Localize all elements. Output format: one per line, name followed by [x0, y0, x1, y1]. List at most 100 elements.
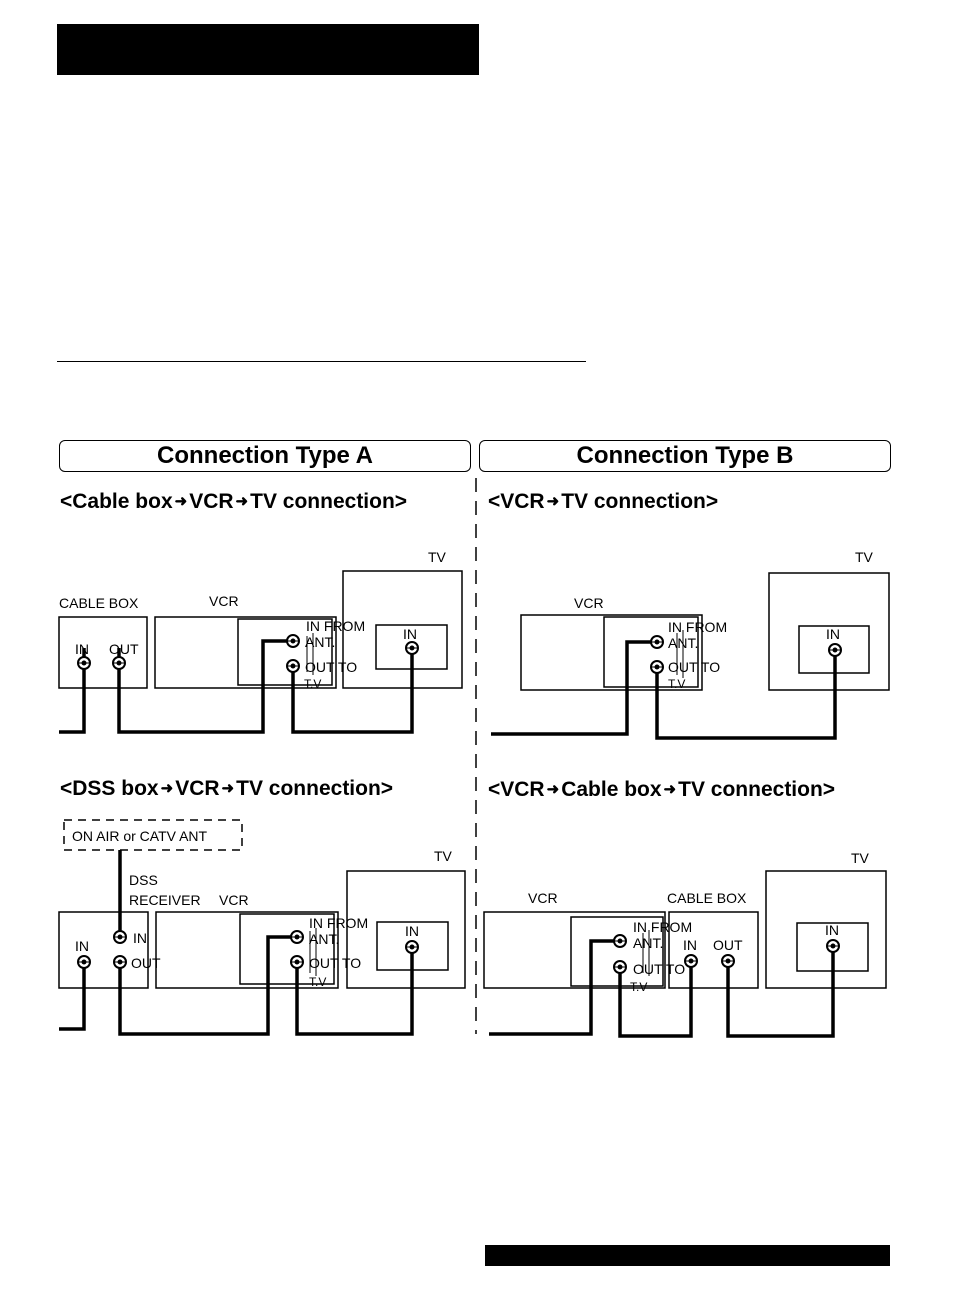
- tv-port-label: T.V: [630, 980, 647, 994]
- vcr-device: [483, 911, 666, 989]
- dss-receiver-device: [58, 911, 149, 989]
- receiver-label: RECEIVER: [129, 892, 201, 908]
- vcr-out-jack-icon: [650, 660, 664, 674]
- vcr-back-panel: [570, 916, 664, 987]
- tv-in-jack-icon: [405, 641, 419, 655]
- vcr-back-panel: [603, 616, 699, 688]
- subtitle-dss-vcr-tv: <DSS box➜VCR➜TV connection>: [60, 777, 393, 801]
- subtitle-part: TV connection>: [561, 490, 719, 513]
- vcr-out-jack-icon: [286, 659, 300, 673]
- arrow-icon: ➜: [235, 493, 249, 510]
- antenna-label: ON AIR or CATV ANT: [72, 828, 208, 844]
- tv-label: TV: [851, 850, 870, 866]
- vcr-label: VCR: [219, 892, 249, 908]
- in-from-label: IN FROM: [633, 919, 692, 935]
- subtitle-part: <VCR: [488, 490, 545, 513]
- tv-in-label: IN: [826, 626, 840, 642]
- connection-type-b-heading: Connection Type B: [479, 440, 891, 472]
- cable-box-label: CABLE BOX: [59, 595, 139, 611]
- cables-b1: [491, 640, 837, 740]
- vcr-out-jack-icon: [613, 960, 627, 974]
- antenna-box: [63, 819, 243, 851]
- vcr-label: VCR: [528, 890, 558, 906]
- subtitle-part: VCR: [175, 777, 220, 800]
- tv-device: [768, 572, 890, 691]
- tv-port-label: T.V: [309, 975, 326, 989]
- out-label: OUT: [109, 641, 139, 657]
- tv-port-label: T.V: [304, 677, 321, 691]
- vcr-device: [155, 911, 339, 989]
- arrow-icon: ➜: [546, 493, 560, 510]
- vcr-label: VCR: [209, 593, 239, 609]
- arrow-icon: ➜: [174, 493, 188, 510]
- subtitle-part: Cable box: [561, 778, 662, 801]
- cable-out-jack-icon: [721, 954, 735, 968]
- dss-label: DSS: [129, 872, 158, 888]
- out-to-label: OUT TO: [668, 659, 720, 675]
- tv-device: [765, 870, 887, 989]
- header-bar: [57, 24, 479, 75]
- tv-in-jack-icon: [405, 940, 419, 954]
- subtitle-vcr-cable-tv: <VCR➜Cable box➜TV connection>: [488, 778, 835, 802]
- in-label: IN: [75, 641, 89, 657]
- arrow-icon: ➜: [160, 780, 174, 797]
- cables-a1: [59, 639, 414, 734]
- cable-in-jack-icon: [77, 656, 91, 670]
- subtitle-vcr-tv: <VCR➜TV connection>: [488, 490, 718, 514]
- terminal-divider: [309, 928, 317, 976]
- in-label: IN: [75, 938, 89, 954]
- cable-in-jack-icon: [684, 954, 698, 968]
- out-label: OUT: [131, 955, 161, 971]
- vcr-in-jack-icon: [650, 635, 664, 649]
- vcr-device: [154, 616, 337, 689]
- dss-in-jack-icon: [113, 930, 127, 944]
- subtitle-part: <VCR: [488, 778, 545, 801]
- subtitle-part: <DSS box: [60, 777, 159, 800]
- in-from-label: IN FROM: [306, 618, 365, 634]
- footer-bar: [485, 1245, 890, 1266]
- vcr-in-jack-icon: [286, 634, 300, 648]
- tv-label: TV: [428, 549, 447, 565]
- tv-in-label: IN: [403, 626, 417, 642]
- tv-in-jack-icon: [826, 939, 840, 953]
- tv-label: TV: [855, 549, 874, 565]
- vcr-label: VCR: [574, 595, 604, 611]
- vcr-back-panel: [237, 618, 333, 686]
- tv-port-label: T.V: [668, 677, 685, 691]
- dss-in-jack-icon: [77, 955, 91, 969]
- cable-box-device: [668, 911, 759, 989]
- in-from-label: IN FROM: [668, 619, 727, 635]
- dss-out-jack-icon: [113, 955, 127, 969]
- subtitle-part: TV connection>: [678, 778, 836, 801]
- terminal-divider: [306, 633, 314, 675]
- vcr-in-jack-icon: [613, 934, 627, 948]
- arrow-icon: ➜: [663, 781, 677, 798]
- tv-in-label: IN: [405, 923, 419, 939]
- vcr-out-jack-icon: [290, 955, 304, 969]
- ant-label: ANT.: [305, 634, 335, 650]
- out-to-label: OUT TO: [633, 961, 685, 977]
- in-label: IN: [683, 937, 697, 953]
- cables-b2: [489, 939, 835, 1038]
- subtitle-part: VCR: [189, 490, 234, 513]
- vcr-back-panel: [239, 913, 335, 985]
- ant-label: ANT.: [668, 635, 698, 651]
- ant-label: ANT.: [309, 931, 339, 947]
- cable-out-jack-icon: [112, 656, 126, 670]
- subtitle-cable-vcr-tv: <Cable box➜VCR➜TV connection>: [60, 490, 407, 514]
- out-to-label: OUT TO: [309, 955, 361, 971]
- subtitle-part: TV connection>: [250, 490, 408, 513]
- out-to-label: OUT TO: [305, 659, 357, 675]
- in-from-label: IN FROM: [309, 915, 368, 931]
- terminal-divider: [642, 930, 650, 976]
- terminal-divider: [676, 630, 684, 678]
- cable-box-label: CABLE BOX: [667, 890, 747, 906]
- tv-in-jack-icon: [828, 643, 842, 657]
- subtitle-part: <Cable box: [60, 490, 173, 513]
- vcr-in-jack-icon: [290, 930, 304, 944]
- connection-type-a-heading: Connection Type A: [59, 440, 471, 472]
- arrow-icon: ➜: [546, 781, 560, 798]
- subtitle-part: TV connection>: [236, 777, 394, 800]
- in-label: IN: [133, 930, 147, 946]
